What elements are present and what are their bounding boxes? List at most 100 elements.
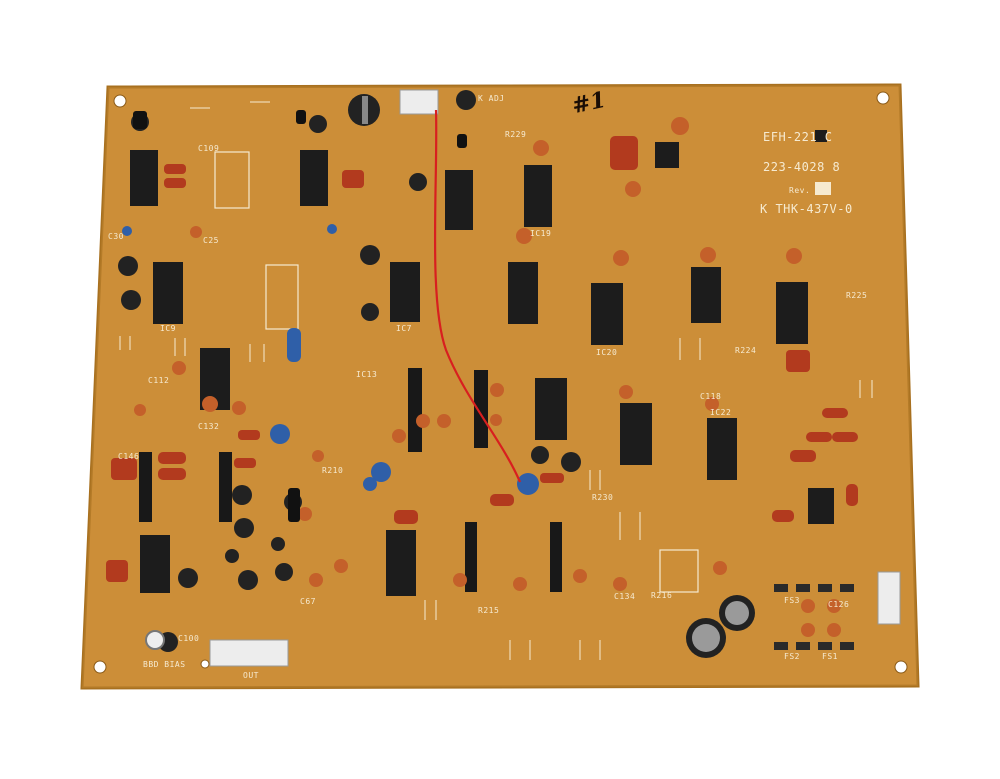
ic-chip [524,165,552,227]
transistor [133,111,147,129]
ic-chip [390,262,420,322]
ref-c112: C112 [148,376,170,385]
ceramic-capacitor [827,623,841,637]
model-label-line2: 223-4028 8 [763,160,841,174]
mounting-hole [876,91,890,105]
electrolytic-capacitor-blue [270,424,290,444]
ic-chip [535,378,567,440]
model-label-line1: EFH-221 C [763,130,833,144]
ref-c67: C67 [300,597,316,606]
film-capacitor [158,452,186,464]
ceramic-capacitor [613,250,629,266]
fuse-pads [774,584,854,650]
ref-ic22: IC22 [710,408,732,417]
ic-chip [620,403,652,465]
transistor [288,488,300,522]
ic-chip [130,150,158,206]
ref-r216: R216 [651,591,673,600]
fuse-pad [774,642,788,650]
electrolytic-capacitor-blue [287,328,301,362]
film-capacitor [394,510,418,524]
electrolytic-capacitor-blue [122,226,132,236]
ref-c109: C109 [198,144,220,153]
electrolytic-capacitors-blue [122,224,539,495]
electrolytic-capacitor [275,563,293,581]
marker-box [815,130,827,142]
electrolytic-capacitor-blue [363,477,377,491]
ref-r229: R229 [505,130,527,139]
ceramic-capacitor [513,577,527,591]
electrolytic-capacitor [531,446,549,464]
ref-fs2: FS2 [784,652,800,661]
connectors [209,89,901,667]
ref-r225: R225 [846,291,868,300]
board-code-label: K THK-437V-0 [760,202,853,216]
ref-fs1: FS1 [822,652,838,661]
film-capacitor [822,408,848,418]
ref-c100: C100 [178,634,200,643]
sip-chip [474,370,488,448]
sip-chip [550,522,562,592]
ic-chip [655,142,679,168]
adj-label: K ADJ [478,94,505,103]
electrolytic-capacitor-top [692,624,720,652]
electrolytic-capacitor [121,290,141,310]
ceramic-capacitor [298,507,312,521]
electrolytic-capacitor-stripe [362,96,368,124]
ref-c134: C134 [614,592,636,601]
ceramic-capacitor [309,573,323,587]
film-capacitor [806,432,832,442]
ceramic-capacitor [533,140,549,156]
film-capacitor [610,136,638,170]
ceramic-capacitor [416,414,430,428]
ic-chip [445,170,473,230]
film-capacitor [490,494,514,506]
ic-outline [659,549,699,593]
trimmer-potentiometer [145,630,165,650]
sip-chip [219,452,232,522]
electrolytic-capacitor [361,303,379,321]
film-capacitor [164,164,186,174]
mounting-holes [93,91,908,674]
out-label: OUT [243,671,259,680]
rev-box [815,182,831,195]
silkscreen-ticks [119,101,873,660]
ref-ic19: IC19 [530,229,552,238]
connector [209,639,289,667]
electrolytic-capacitor [409,173,427,191]
electrolytic-capacitor-blue [517,473,539,495]
ceramic-capacitor [516,228,532,244]
ceramic-capacitor [619,385,633,399]
electrolytic-capacitor-blue [371,462,391,482]
ic-outline [214,151,250,209]
ceramic-capacitors [134,117,841,637]
ic-chip [300,150,328,206]
fuse-pad [818,584,832,592]
ref-c146: C146 [118,452,140,461]
ic-chip [707,418,737,480]
ic-chip [776,282,808,344]
electrolytic-capacitor [561,452,581,472]
film-capacitor [238,430,260,440]
ceramic-capacitor [190,226,202,238]
ref-c25: C25 [203,236,219,245]
ref-ic9: IC9 [160,324,176,333]
ceramic-capacitor [613,577,627,591]
mounting-hole [200,659,210,669]
electrolytic-capacitor [178,568,198,588]
film-capacitor [111,458,137,480]
sip-chip [465,522,477,592]
jumper-wire [433,109,522,483]
ic-chip [591,283,623,345]
ic-chip [140,535,170,593]
film-capacitor [790,450,816,462]
ceramic-capacitor [490,414,502,426]
mounting-hole [894,660,908,674]
transistor [296,110,306,124]
electrolytic-capacitor-blue [327,224,337,234]
ceramic-capacitor [437,414,451,428]
ref-c30: C30 [108,232,124,241]
ceramic-capacitor [134,404,146,416]
ref-ic7: IC7 [396,324,412,333]
ref-c118: C118 [700,392,722,401]
